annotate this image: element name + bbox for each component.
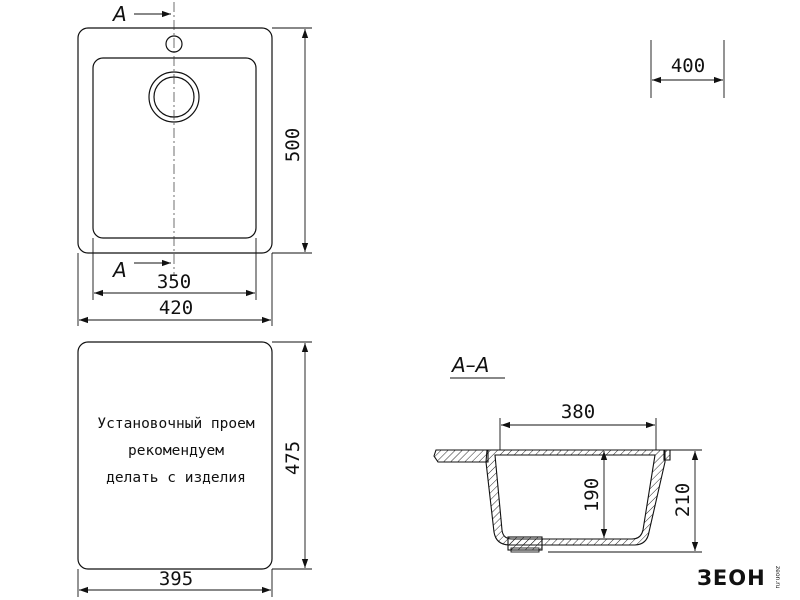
dim-cutout-height: 475 <box>282 441 304 475</box>
top-view: A A 350 420 500 <box>77 2 312 326</box>
dim-outer-height: 500 <box>282 128 304 162</box>
logo-tag: zeon.ru <box>774 566 781 589</box>
section-view: A–A 380 190 210 <box>433 353 702 553</box>
section-drain-base <box>510 547 540 553</box>
dim-total-depth: 210 <box>672 483 694 517</box>
section-title: A–A <box>450 353 489 377</box>
dim-bowl-depth: 190 <box>581 478 603 512</box>
logo-brand: ЗЕОН <box>697 566 766 590</box>
bowl-outline <box>92 57 257 239</box>
cutout-note-line3: делать с изделия <box>106 470 246 486</box>
cutout-outline <box>77 341 273 570</box>
dim-cabinet: 400 <box>671 55 705 77</box>
dim-outer-width: 420 <box>159 297 193 319</box>
brand-logo: ЗЕОН zeon.ru <box>697 566 781 590</box>
sink-outline <box>77 27 273 254</box>
cutout-view: Установочный проем рекомендуем делать с … <box>77 341 312 597</box>
section-marker-top: A <box>111 2 127 26</box>
dim-bowl-width: 350 <box>157 271 191 293</box>
dim-section-inner-width: 380 <box>561 401 595 423</box>
section-drain <box>507 536 543 551</box>
section-marker-bottom: A <box>111 258 127 282</box>
cutout-note-line1: Установочный проем <box>97 416 254 432</box>
drain-outer <box>148 71 200 123</box>
cutout-note-line2: рекомендуем <box>128 443 224 459</box>
section-rim-left <box>433 449 489 463</box>
cabinet-dimension: 400 <box>650 40 725 98</box>
dim-cutout-width: 395 <box>159 568 193 590</box>
section-bowl-wall <box>485 449 666 546</box>
